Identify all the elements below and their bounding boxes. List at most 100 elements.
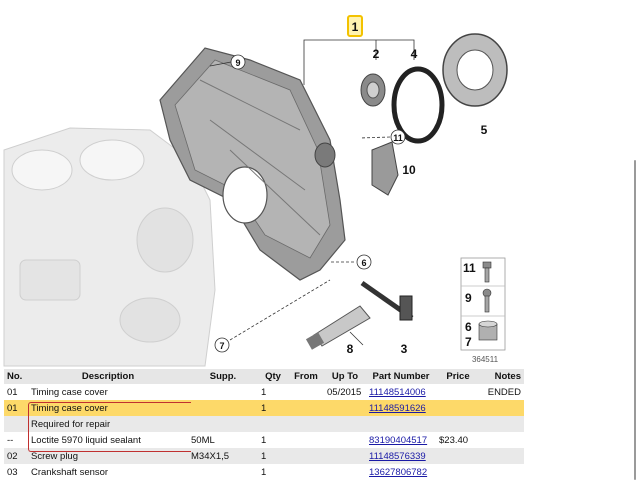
- table-row-selected[interactable]: 01 Timing case cover 1 11148591626: [4, 400, 524, 416]
- part-number-link[interactable]: 83190404517: [369, 434, 428, 446]
- cell-notes: [480, 432, 524, 448]
- cell-no: [4, 416, 28, 432]
- cell-notes: [480, 464, 524, 480]
- cell-part-number: 83190404517: [366, 432, 436, 448]
- col-header-from[interactable]: From: [288, 369, 324, 384]
- image-number: 364511: [472, 355, 499, 364]
- col-header-no[interactable]: No.: [4, 369, 28, 384]
- col-header-part-number[interactable]: Part Number: [366, 369, 436, 384]
- cell-supp: [188, 464, 258, 480]
- callout-8[interactable]: 8: [347, 342, 354, 356]
- engine-block-illustration: [3, 127, 216, 367]
- cell-from: [288, 400, 324, 416]
- cell-part-number: 11148514006: [366, 384, 436, 400]
- cell-part-number: 11148576339: [366, 448, 436, 464]
- cell-upto: [324, 416, 366, 432]
- cell-supp: [188, 400, 258, 416]
- cell-qty: 1: [258, 400, 288, 416]
- sealant-tube-illustration: [305, 305, 371, 350]
- cell-description: Timing case cover: [28, 400, 188, 416]
- parts-table: No. Description Supp. Qty From Up To Par…: [4, 369, 524, 480]
- cell-part-number: 13627806782: [366, 464, 436, 480]
- cell-description: Screw plug: [28, 448, 188, 464]
- cell-from: [288, 432, 324, 448]
- seal-illustration: [360, 73, 386, 107]
- cell-notes: [480, 416, 524, 432]
- cell-description: Timing case cover: [28, 384, 188, 400]
- parts-diagram: 1 2 4 9 5 11 10 6 7 8 3 11 9 6 7 364511: [3, 15, 508, 367]
- screw-icon: [482, 288, 492, 313]
- col-header-upto[interactable]: Up To: [324, 369, 366, 384]
- cell-supp: [188, 384, 258, 400]
- bolt-icon: [482, 261, 492, 283]
- cell-description: Loctite 5970 liquid sealant: [28, 432, 188, 448]
- inset-label-7: 7: [465, 335, 472, 349]
- cell-qty: 1: [258, 432, 288, 448]
- cell-supp: [188, 416, 258, 432]
- o-ring-illustration: [391, 66, 445, 144]
- cell-qty: 1: [258, 384, 288, 400]
- inset-label-6: 6: [465, 320, 472, 334]
- callout-5[interactable]: 5: [481, 123, 488, 137]
- sensor-bracket-illustration: [371, 141, 399, 196]
- cell-price: [436, 400, 480, 416]
- callout-4[interactable]: 4: [411, 47, 418, 61]
- cell-from: [288, 416, 324, 432]
- part-number-link[interactable]: 11148576339: [369, 450, 426, 462]
- callout-10[interactable]: 10: [402, 163, 416, 177]
- cell-price: [436, 384, 480, 400]
- cell-qty: 1: [258, 464, 288, 480]
- callout-11[interactable]: 11: [393, 133, 403, 143]
- cell-from: [288, 464, 324, 480]
- cell-upto: [324, 464, 366, 480]
- dowel-sleeve-icon: [478, 320, 498, 341]
- inset-label-9: 9: [465, 291, 472, 305]
- cell-notes: [480, 448, 524, 464]
- col-header-price[interactable]: Price: [436, 369, 480, 384]
- reluctor-wheel-illustration: [442, 33, 508, 107]
- table-row[interactable]: 02 Screw plug M34X1,5 1 11148576339: [4, 448, 524, 464]
- part-number-link[interactable]: 11148514006: [369, 386, 426, 398]
- cell-qty: 1: [258, 448, 288, 464]
- cell-supp: M34X1,5: [188, 448, 258, 464]
- col-header-qty[interactable]: Qty: [258, 369, 288, 384]
- cell-from: [288, 448, 324, 464]
- part-number-link[interactable]: 13627806782: [369, 466, 428, 478]
- cell-no: 01: [4, 400, 28, 416]
- table-row[interactable]: -- Loctite 5970 liquid sealant 50ML 1 83…: [4, 432, 524, 448]
- callout-2[interactable]: 2: [373, 47, 380, 61]
- cell-upto: 05/2015: [324, 384, 366, 400]
- callout-9[interactable]: 9: [235, 58, 240, 68]
- col-header-description[interactable]: Description: [28, 369, 188, 384]
- cell-upto: [324, 448, 366, 464]
- cell-upto: [324, 432, 366, 448]
- table-header-row: No. Description Supp. Qty From Up To Par…: [4, 369, 524, 384]
- cell-part-number: 11148591626: [366, 400, 436, 416]
- table-row[interactable]: Required for repair: [4, 416, 524, 432]
- cell-supp: 50ML: [188, 432, 258, 448]
- cell-no: 01: [4, 384, 28, 400]
- col-header-notes[interactable]: Notes: [480, 369, 524, 384]
- table-row[interactable]: 01 Timing case cover 1 05/2015 111485140…: [4, 384, 524, 400]
- callout-1-highlight: [347, 15, 363, 37]
- cell-notes: [480, 400, 524, 416]
- cell-description: Crankshaft sensor: [28, 464, 188, 480]
- cell-price: [436, 416, 480, 432]
- col-header-supp[interactable]: Supp.: [188, 369, 258, 384]
- scrollbar[interactable]: [634, 160, 636, 480]
- cell-price: $23.40: [436, 432, 480, 448]
- small-parts-inset: 11 9 6 7 364511: [460, 257, 506, 364]
- cell-qty: [258, 416, 288, 432]
- callout-6[interactable]: 6: [361, 258, 366, 268]
- part-number-link[interactable]: 11148591626: [369, 402, 426, 414]
- cell-price: [436, 464, 480, 480]
- callout-leaders: [209, 39, 415, 346]
- cell-price: [436, 448, 480, 464]
- callout-3[interactable]: 3: [401, 342, 408, 356]
- timing-case-cover-illustration: [159, 47, 346, 281]
- cell-notes: ENDED: [480, 384, 524, 400]
- callout-1[interactable]: 1: [352, 20, 359, 34]
- table-row[interactable]: 03 Crankshaft sensor 1 13627806782: [4, 464, 524, 480]
- callout-7[interactable]: 7: [219, 341, 224, 351]
- cell-description: Required for repair: [28, 416, 188, 432]
